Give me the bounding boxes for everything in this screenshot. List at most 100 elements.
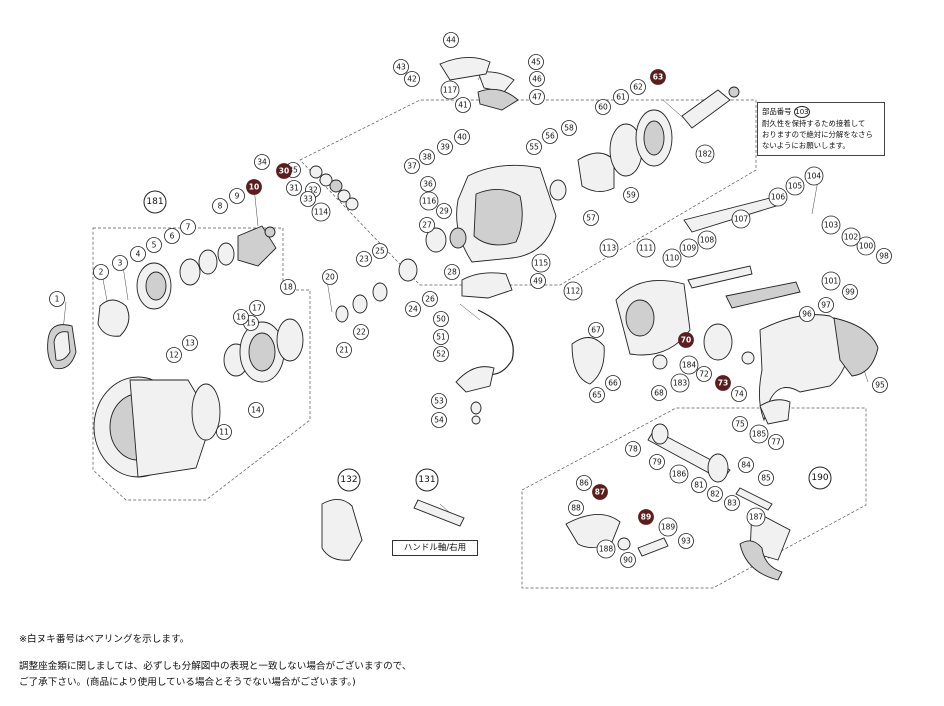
callout-number: 86 bbox=[579, 479, 589, 488]
callout-circle bbox=[636, 238, 656, 258]
callout-46: 46 bbox=[529, 71, 545, 87]
callout-circle bbox=[443, 32, 459, 48]
callout-186: 186 bbox=[669, 464, 689, 484]
callout-49: 49 bbox=[530, 273, 546, 289]
callout-188: 188 bbox=[596, 539, 616, 559]
callout-59: 59 bbox=[623, 187, 639, 203]
note-line4: ないようにお願いします。 bbox=[762, 141, 850, 150]
callout-circle bbox=[526, 139, 542, 155]
callout-circle bbox=[420, 176, 436, 192]
callout-6: 6 bbox=[164, 228, 180, 244]
callout-number: 181 bbox=[146, 197, 163, 207]
callout-4: 4 bbox=[130, 246, 146, 262]
callout-number: 16 bbox=[236, 313, 246, 322]
callout-circle bbox=[595, 99, 611, 115]
callout-81: 81 bbox=[691, 477, 707, 493]
callout-53: 53 bbox=[431, 393, 447, 409]
callout-number: 13 bbox=[185, 339, 195, 348]
callout-circle bbox=[146, 237, 162, 253]
callout-number: 186 bbox=[672, 470, 687, 479]
callout-circle bbox=[433, 311, 449, 327]
callout-number: 103 bbox=[824, 221, 839, 230]
callout-93: 93 bbox=[678, 533, 694, 549]
callout-57: 57 bbox=[583, 210, 599, 226]
callout-circle bbox=[589, 387, 605, 403]
callout-31: 31 bbox=[286, 180, 302, 196]
callout-25: 25 bbox=[372, 243, 388, 259]
callout-circle bbox=[696, 366, 712, 382]
handle-knob-and-axle bbox=[321, 499, 465, 561]
callout-181: 181 bbox=[143, 190, 167, 214]
callout-38: 38 bbox=[419, 149, 435, 165]
callout-9: 9 bbox=[229, 188, 245, 204]
adhesive-note: 部品番号 103 耐久性を保持するため接着して おりますので絶対に分解をなさら … bbox=[757, 102, 885, 156]
callout-circle bbox=[821, 215, 841, 235]
callout-101: 101 bbox=[821, 271, 841, 291]
callout-number: 9 bbox=[235, 192, 240, 201]
body-group-frame bbox=[299, 99, 757, 286]
callout-number: 43 bbox=[396, 63, 406, 72]
reel-body bbox=[425, 57, 557, 299]
callout-185: 185 bbox=[749, 424, 769, 444]
callout-circle bbox=[842, 284, 858, 300]
callout-number: 115 bbox=[534, 259, 549, 268]
callout-circle bbox=[620, 552, 636, 568]
callout-number: 1 bbox=[55, 295, 60, 304]
callout-7: 7 bbox=[180, 219, 196, 235]
callout-42: 42 bbox=[404, 71, 420, 87]
callout-circle bbox=[444, 264, 460, 280]
callout-circle bbox=[248, 402, 264, 418]
callout-number: 95 bbox=[875, 381, 885, 390]
callout-12: 12 bbox=[166, 347, 182, 363]
callout-50: 50 bbox=[433, 311, 449, 327]
callout-number: 109 bbox=[682, 244, 697, 253]
callout-circle bbox=[322, 269, 338, 285]
callout-number: 110 bbox=[665, 254, 680, 263]
callout-105: 105 bbox=[785, 176, 805, 196]
washer-footnote-line1: 調整座金類に関しましては、必ずしも分解図中の表現と一致しない場合がございますので… bbox=[19, 661, 412, 672]
callout-number: 101 bbox=[824, 277, 839, 286]
callout-114: 114 bbox=[311, 202, 331, 222]
callout-circle bbox=[130, 246, 146, 262]
callout-47: 47 bbox=[529, 89, 545, 105]
callout-circle bbox=[530, 273, 546, 289]
callout-circle bbox=[311, 202, 331, 222]
callout-number: 59 bbox=[626, 191, 636, 200]
callout-88: 88 bbox=[568, 500, 584, 516]
callout-number: 79 bbox=[652, 458, 662, 467]
callout-circle bbox=[576, 475, 592, 491]
callout-54: 54 bbox=[431, 412, 447, 428]
callout-circle bbox=[93, 264, 109, 280]
callout-number: 14 bbox=[251, 406, 261, 415]
callout-82: 82 bbox=[707, 486, 723, 502]
callout-109: 109 bbox=[679, 238, 699, 258]
callout-circle bbox=[454, 129, 470, 145]
callout-circle bbox=[592, 484, 608, 500]
callout-circle bbox=[623, 187, 639, 203]
callout-number: 97 bbox=[821, 301, 831, 310]
callout-number: 77 bbox=[771, 438, 781, 447]
callout-29: 29 bbox=[436, 203, 452, 219]
callout-circle bbox=[419, 191, 439, 211]
callout-number: 188 bbox=[599, 545, 614, 554]
callout-number: 98 bbox=[879, 252, 889, 261]
callout-number: 24 bbox=[408, 305, 418, 314]
callout-16: 16 bbox=[233, 309, 249, 325]
callout-circle bbox=[542, 128, 558, 144]
callout-36: 36 bbox=[420, 176, 436, 192]
callout-circle bbox=[404, 158, 420, 174]
callout-circle bbox=[419, 217, 435, 233]
callout-circle bbox=[233, 309, 249, 325]
callout-number: 21 bbox=[339, 346, 349, 355]
callout-56: 56 bbox=[542, 128, 558, 144]
callout-circle bbox=[818, 297, 834, 313]
spool-group-frame bbox=[92, 227, 311, 501]
callout-number: 116 bbox=[422, 197, 437, 206]
callout-21: 21 bbox=[336, 342, 352, 358]
callout-number: 132 bbox=[340, 475, 357, 485]
callout-number: 62 bbox=[633, 83, 643, 92]
callout-circle bbox=[768, 187, 788, 207]
callout-number: 17 bbox=[252, 304, 262, 313]
callout-circle bbox=[419, 149, 435, 165]
callout-number: 45 bbox=[531, 58, 541, 67]
